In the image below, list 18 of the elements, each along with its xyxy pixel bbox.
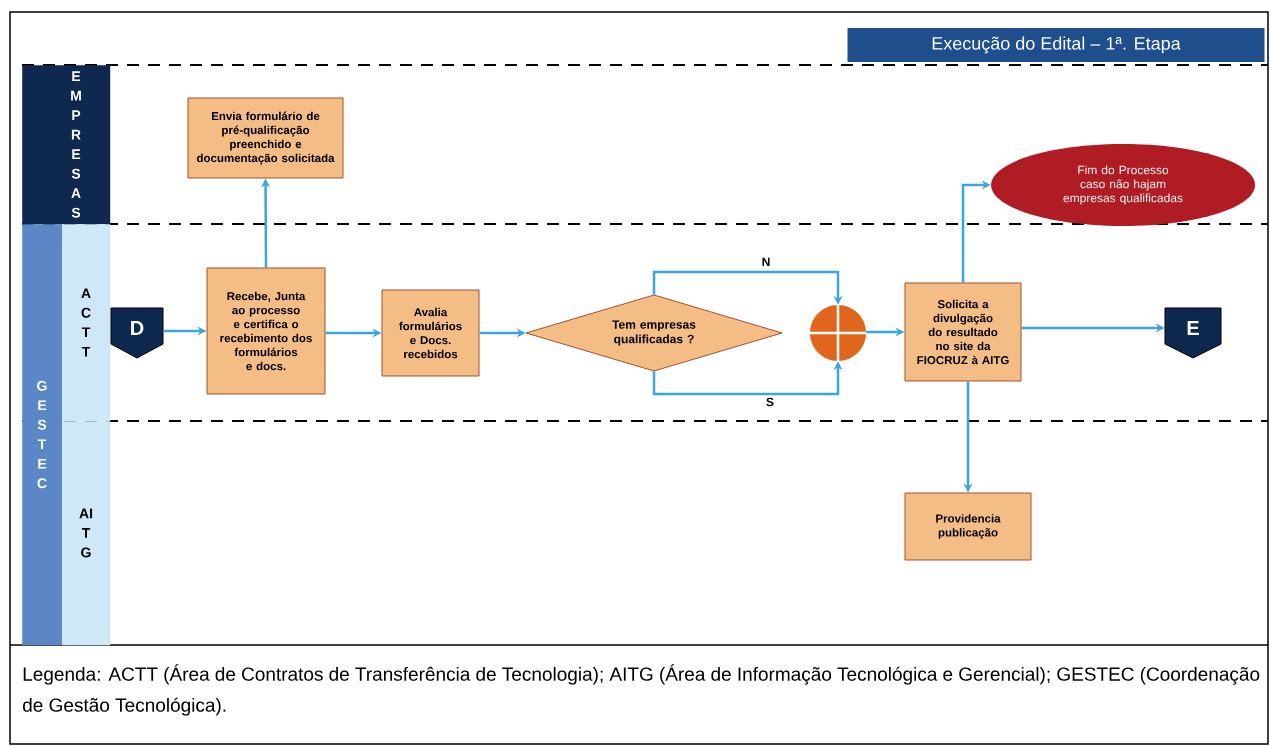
node-label: ACTT xyxy=(81,288,91,357)
lane-band: AITG xyxy=(62,421,111,646)
lane-band: GESTEC xyxy=(22,224,63,646)
lane-band: ACTT xyxy=(62,224,111,422)
caption: Legenda: ACTT (Área de Contratos de Transferência de Tecnologia); AITG (Área de Informação Tecnológica e Gerencial); GESTEC (Coordenação de Gestão Tecnológica). xyxy=(23,664,1260,716)
offpage-connector: E xyxy=(1164,307,1222,359)
merge-circle xyxy=(808,303,868,363)
lane-band: EMPRESAS xyxy=(22,65,111,225)
process-box: Recebe, Junta ao processo e certifica o recebimento dos formulários e docs. xyxy=(206,267,326,395)
process-box: Envia formulário de pré-qualificação preenchido e documentação solicitada xyxy=(187,97,344,179)
edge-label: N xyxy=(760,256,772,268)
process-box: Avalia formulários e Docs. recebidos xyxy=(381,289,480,377)
process-box: Providencia publicação xyxy=(904,492,1032,561)
title-banner: Execução do Edital – 1ª. Etapa xyxy=(847,28,1265,62)
process-box: Solicita a divulgação do resultado no site da FIOCRUZ à AITG xyxy=(904,282,1022,382)
edge-label: S xyxy=(765,396,775,408)
node-label: AITG xyxy=(79,508,93,558)
offpage-connector: D xyxy=(110,307,164,359)
